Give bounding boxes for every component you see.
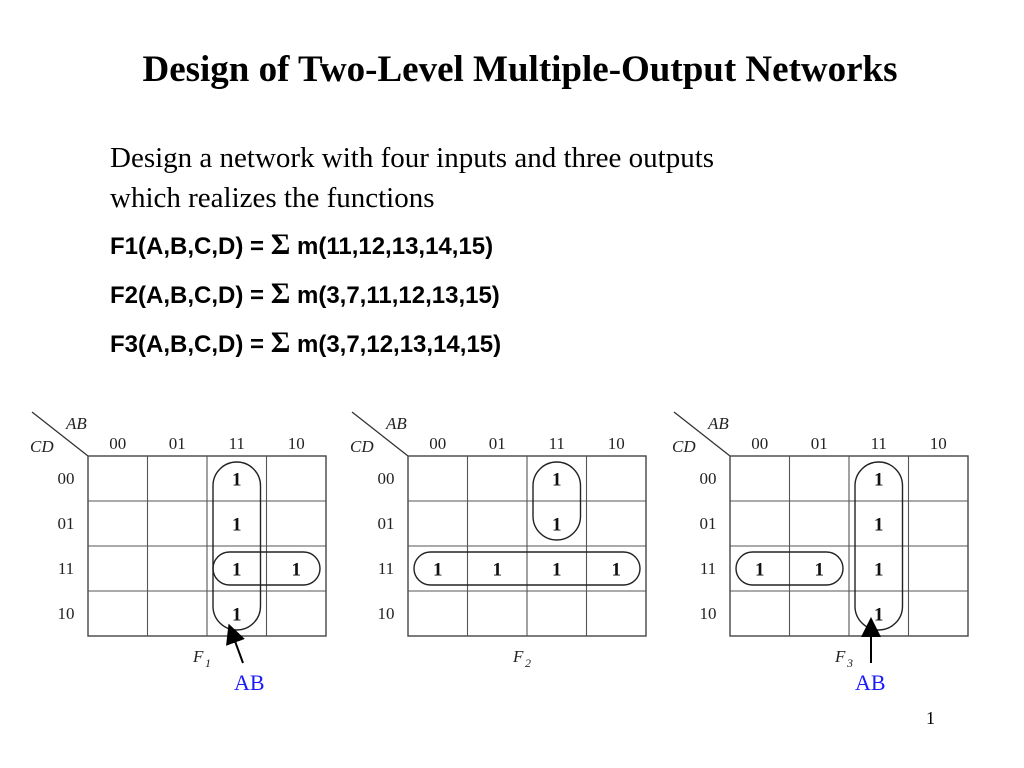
page-number: 1 xyxy=(926,708,935,728)
kmap-cell-value: 1 xyxy=(552,560,562,581)
kmap-row-var: CD xyxy=(672,437,696,456)
kmap-function-subscript: 3 xyxy=(846,656,853,670)
function-lhs: F1(A,B,C,D) = xyxy=(110,233,265,260)
kmap-cell-value: 1 xyxy=(874,605,884,626)
kmap-col-var: AB xyxy=(385,414,407,433)
kmap-cell-value: 1 xyxy=(292,560,302,581)
kmap-row-label: 10 xyxy=(378,604,395,623)
kmap-function-name: F xyxy=(192,647,204,666)
kmap-row-label: 10 xyxy=(58,604,75,623)
kmap-cell-value: 1 xyxy=(232,515,242,536)
kmap-row-label: 00 xyxy=(700,469,717,488)
kmap-cell-value: 1 xyxy=(232,560,242,581)
sigma-symbol: Σ xyxy=(270,277,291,310)
kmap-diagonal xyxy=(31,411,89,457)
kmap-cell-value: 1 xyxy=(612,560,622,581)
arrow-icon xyxy=(226,623,245,664)
kmap-row-label: 10 xyxy=(700,604,717,623)
kmap-col-label: 11 xyxy=(229,434,245,453)
kmap-col-label: 11 xyxy=(871,434,887,453)
kmap-row-var: CD xyxy=(350,437,374,456)
function-rhs: m(11,12,13,14,15) xyxy=(296,233,494,260)
kmap-cell-value: 1 xyxy=(815,560,825,581)
function-lhs: F3(A,B,C,D) = xyxy=(110,331,265,358)
kmap-cell-value: 1 xyxy=(755,560,765,581)
function-lhs: F2(A,B,C,D) = xyxy=(110,282,265,309)
kmap-row-label: 01 xyxy=(378,514,395,533)
problem-statement: Design a network with four inputs and th… xyxy=(110,142,715,214)
arrow-label-f3: AB xyxy=(855,670,886,695)
kmap-cell-value: 1 xyxy=(232,605,242,626)
kmap-row-label: 00 xyxy=(378,469,395,488)
kmap-col-label: 00 xyxy=(751,434,768,453)
kmap-row-label: 01 xyxy=(58,514,75,533)
kmap-cell-value: 1 xyxy=(232,470,242,491)
kmap-function-subscript: 1 xyxy=(205,656,211,670)
kmap-row-label: 11 xyxy=(58,559,74,578)
kmap-cell-value: 1 xyxy=(493,560,503,581)
function-f1: F1(A,B,C,D) = Σ m(11,12,13,14,15) xyxy=(110,228,493,262)
kmap-row-label: 11 xyxy=(378,559,394,578)
function-rhs: m(3,7,11,12,13,15) xyxy=(296,282,500,309)
kmap-col-label: 00 xyxy=(109,434,126,453)
kmap-col-var: AB xyxy=(707,414,729,433)
kmap-function-name: F xyxy=(834,647,846,666)
sigma-symbol: Σ xyxy=(270,228,291,261)
kmap-col-label: 10 xyxy=(288,434,305,453)
arrow-label-f1: AB xyxy=(234,670,265,695)
kmap-col-label: 01 xyxy=(169,434,186,453)
kmap-col-var: AB xyxy=(65,414,87,433)
kmap-col-label: 00 xyxy=(429,434,446,453)
kmap-row-label: 00 xyxy=(58,469,75,488)
kmap-row-label: 11 xyxy=(700,559,716,578)
kmap-function-subscript: 2 xyxy=(525,656,531,670)
kmap-cell-value: 1 xyxy=(874,470,884,491)
kmap-cell-value: 1 xyxy=(874,515,884,536)
kmap-diagonal xyxy=(351,411,409,457)
kmap-group-loop xyxy=(532,461,582,541)
kmap-col-label: 10 xyxy=(608,434,625,453)
kmap-col-label: 01 xyxy=(489,434,506,453)
kmap-group-loop xyxy=(413,551,641,586)
kmap-function-name: F xyxy=(512,647,524,666)
kmap-cell-value: 1 xyxy=(552,470,562,491)
kmap-cell-value: 1 xyxy=(874,560,884,581)
function-f3: F3(A,B,C,D) = Σ m(3,7,12,13,14,15) xyxy=(110,326,501,360)
kmap-row-label: 01 xyxy=(700,514,717,533)
kmap-col-label: 10 xyxy=(930,434,947,453)
function-rhs: m(3,7,12,13,14,15) xyxy=(296,331,502,358)
kmap-group-loop xyxy=(212,551,321,586)
kmap-cell-value: 1 xyxy=(552,515,562,536)
function-f2: F2(A,B,C,D) = Σ m(3,7,11,12,13,15) xyxy=(110,277,500,311)
sigma-symbol: Σ xyxy=(270,326,291,359)
kmap-col-label: 11 xyxy=(549,434,565,453)
kmap-diagonal xyxy=(673,411,731,457)
slide-title: Design of Two-Level Multiple-Output Netw… xyxy=(142,49,898,90)
kmap-col-label: 01 xyxy=(811,434,828,453)
kmap-cell-value: 1 xyxy=(433,560,443,581)
kmap-group-loop xyxy=(735,551,844,586)
kmap-row-var: CD xyxy=(30,437,54,456)
